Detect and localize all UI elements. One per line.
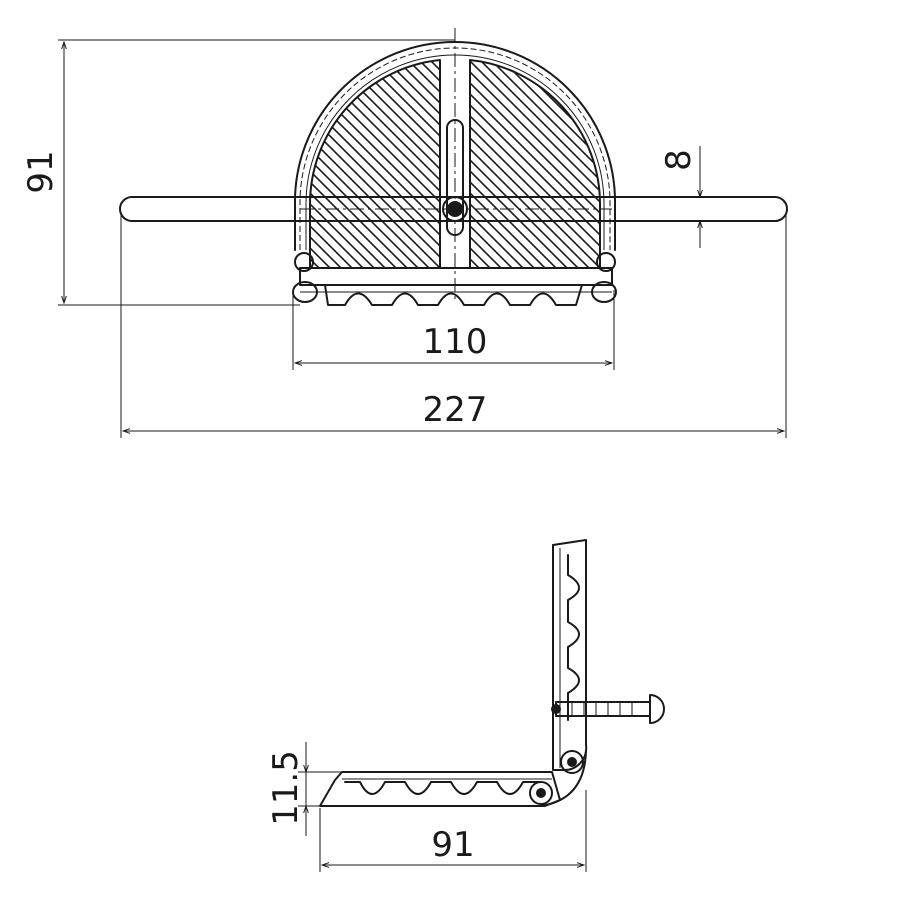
foot-right — [591, 281, 617, 303]
hatch-line — [464, 50, 684, 270]
hatch-line — [470, 60, 601, 268]
hatch-line — [309, 60, 432, 268]
horizontal-wave — [344, 781, 541, 795]
dimension-overall-width: 227 — [120, 215, 787, 438]
hatch-line — [470, 60, 592, 268]
hatch-line — [470, 60, 537, 268]
dim-91-label: 91 — [21, 150, 61, 193]
hatch-line — [309, 60, 322, 268]
hatch-line — [309, 60, 440, 268]
hatch-line — [470, 60, 601, 268]
screw-thread — [571, 702, 633, 716]
hatch-line — [353, 60, 440, 268]
hatch-line — [375, 60, 440, 268]
dimension-rod-thickness: 8 — [659, 146, 706, 248]
hatch-line — [470, 60, 601, 268]
hatch-line — [397, 60, 440, 268]
dim-91-side-label: 91 — [431, 825, 474, 865]
dimension-height: 91 — [21, 39, 455, 306]
horizontal-base — [319, 771, 561, 807]
hatch-line — [470, 60, 548, 268]
dim-227-label: 227 — [423, 390, 488, 430]
hatch-line — [470, 60, 559, 268]
vertical-leg — [552, 539, 588, 772]
hatch-line — [470, 60, 601, 268]
hatch-line — [309, 60, 440, 268]
hatch-line — [309, 60, 333, 268]
hatch-line — [470, 60, 471, 268]
hatch-line — [470, 60, 601, 268]
lower-hinge — [529, 781, 553, 805]
dimension-base-width: 110 — [292, 290, 615, 370]
hatch-line — [613, 50, 833, 270]
screw-nut — [551, 704, 561, 714]
hatch-line — [309, 60, 440, 268]
hatch-line — [480, 60, 601, 268]
hatch-line — [470, 60, 526, 268]
hatch-line — [442, 50, 662, 270]
hatch-line — [624, 50, 844, 270]
hatch-line — [309, 60, 440, 268]
hatch-line — [309, 60, 399, 268]
hatch-line — [419, 60, 440, 268]
rod — [119, 196, 788, 222]
dim-110-label: 110 — [423, 322, 488, 362]
hatch-line — [309, 60, 440, 268]
hatch-line — [309, 60, 366, 268]
hatch-line — [470, 60, 601, 268]
hatch-line — [502, 60, 601, 268]
hatch-line — [491, 60, 601, 268]
hatch-line — [470, 60, 515, 268]
base-rail — [299, 267, 613, 286]
dimension-side-height: 11.5 — [266, 742, 345, 836]
hatch-line — [386, 60, 440, 268]
hatch-line — [342, 60, 440, 268]
dimension-side-depth: 91 — [319, 790, 587, 872]
lower-hinge-core — [536, 788, 546, 798]
hatch-line — [364, 60, 440, 268]
hatch-line — [309, 60, 377, 268]
side-view — [319, 539, 665, 807]
screw-head — [649, 694, 665, 724]
dim-11-5-label: 11.5 — [266, 750, 306, 826]
hatch-line — [470, 60, 581, 268]
hatch-line — [470, 60, 601, 268]
hatch-line — [309, 60, 344, 268]
screw — [555, 701, 651, 717]
corner-curve — [539, 749, 587, 807]
dim-8-label: 8 — [659, 149, 699, 171]
vertical-wave — [567, 554, 580, 721]
hatch-line — [470, 60, 601, 268]
hinge-right — [596, 252, 616, 272]
hatch-line — [309, 60, 388, 268]
front-view — [119, 28, 844, 306]
hatch-line — [470, 60, 570, 268]
hatch-line — [309, 60, 355, 268]
hatch-line — [602, 50, 822, 270]
hatch-line — [470, 60, 601, 268]
hatch-line — [590, 60, 601, 268]
hatch-line — [408, 60, 440, 268]
hinge-left — [294, 252, 314, 272]
upper-hinge — [560, 750, 584, 774]
base-wave — [304, 284, 609, 306]
hatch-line — [309, 60, 311, 268]
hatch-line — [470, 60, 493, 268]
upper-hinge-core — [567, 757, 577, 767]
hatch-line — [309, 60, 410, 268]
